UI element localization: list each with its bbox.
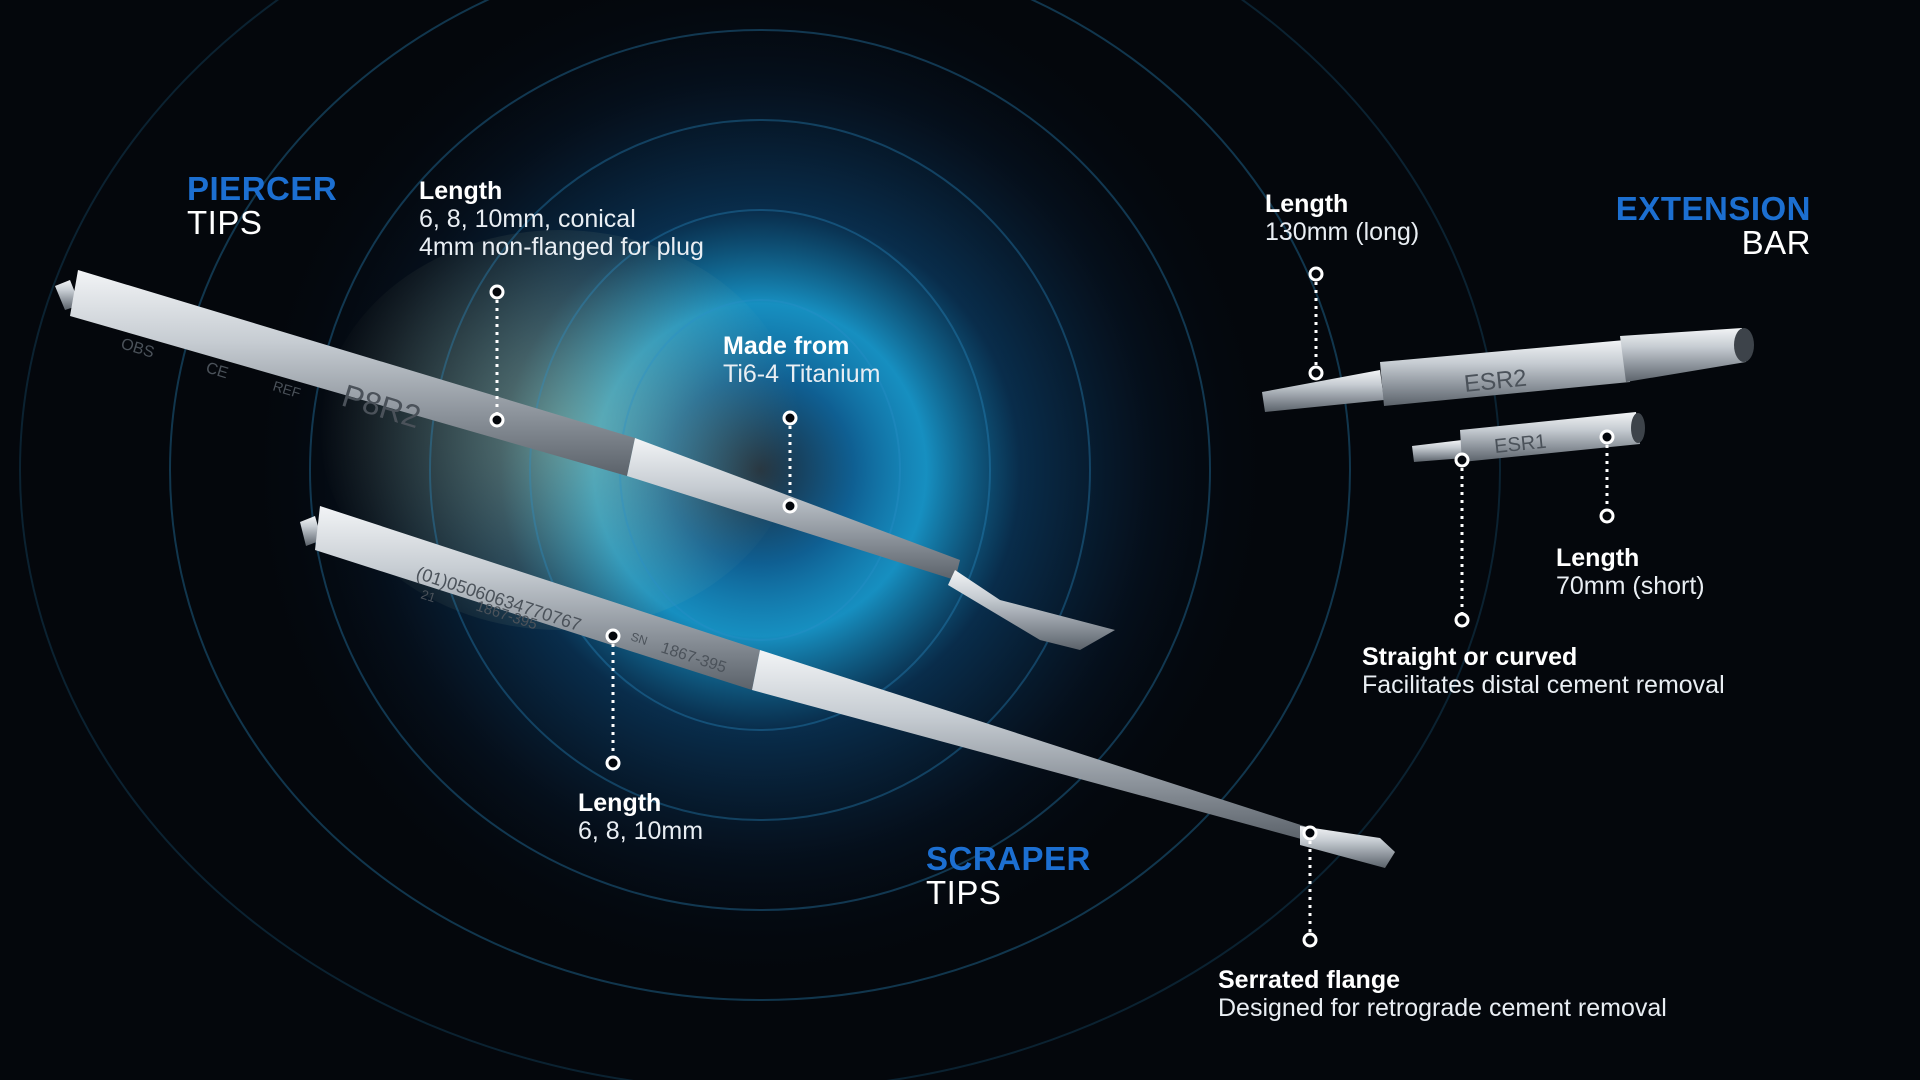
long-bar-engraving: ESR2 [1463,365,1528,398]
extension-heading-accent: EXTENSION [1615,190,1811,227]
long-bar-length-title: Length [1265,190,1349,218]
made-from-line-1: Ti6-4 Titanium [723,360,881,388]
callout-dots [489,266,1615,948]
scraper-length-callout: Length 6, 8, 10mm [578,789,703,845]
piercer-tips-heading: PIERCER TIPS [187,172,337,240]
short-bar-length-line-1: 70mm (short) [1556,572,1705,600]
piercer-length-title: Length [419,177,503,205]
serrated-flange-line-1: Designed for retrograde cement removal [1218,994,1667,1022]
short-bar-engraving: ESR1 [1493,431,1547,458]
scraper-length-title: Length [578,789,662,817]
serrated-flange-callout: Serrated flange Designed for retrograde … [1218,966,1667,1022]
scraper-tip-image [300,506,1395,868]
scraper-sn-prefix-engraving: SN [629,630,649,648]
extension-heading-sub: BAR [1741,224,1811,261]
piercer-heading-accent: PIERCER [187,170,338,207]
piercer-ref-engraving: REF [271,378,302,401]
scraper-lot-prefix-engraving: 21 [419,587,437,606]
made-from-callout: Made from Ti6-4 Titanium [723,332,880,388]
scraper-tips-heading: SCRAPER TIPS [926,842,1091,910]
piercer-length-line-2: 4mm non-flanged for plug [419,233,704,261]
piercer-ce-engraving: CE [204,360,230,383]
scraper-length-line-1: 6, 8, 10mm [578,817,704,845]
long-extension-bar-image [1262,328,1754,412]
serrated-flange-title: Serrated flange [1218,966,1401,994]
extension-bar-heading: EXTENSION BAR [1616,192,1811,260]
straight-curved-callout: Straight or curved Facilitates distal ce… [1362,643,1725,699]
short-extension-bar-image [1412,412,1645,462]
piercer-length-line-1: 6, 8, 10mm, conical [419,205,636,233]
piercer-length-callout: Length 6, 8, 10mm, conical 4mm non-flang… [419,177,704,261]
callout-leaders [495,274,1609,940]
straight-curved-title: Straight or curved [1362,643,1578,671]
made-from-title: Made from [723,332,850,360]
short-bar-length-title: Length [1556,544,1640,572]
long-bar-length-callout: Length 130mm (long) [1265,190,1419,246]
scraper-heading-sub: TIPS [926,874,1002,911]
long-bar-length-line-1: 130mm (long) [1265,218,1420,246]
straight-curved-line-1: Facilitates distal cement removal [1362,671,1725,699]
scraper-heading-accent: SCRAPER [926,840,1091,877]
piercer-heading-sub: TIPS [187,204,263,241]
short-bar-length-callout: Length 70mm (short) [1556,544,1705,600]
